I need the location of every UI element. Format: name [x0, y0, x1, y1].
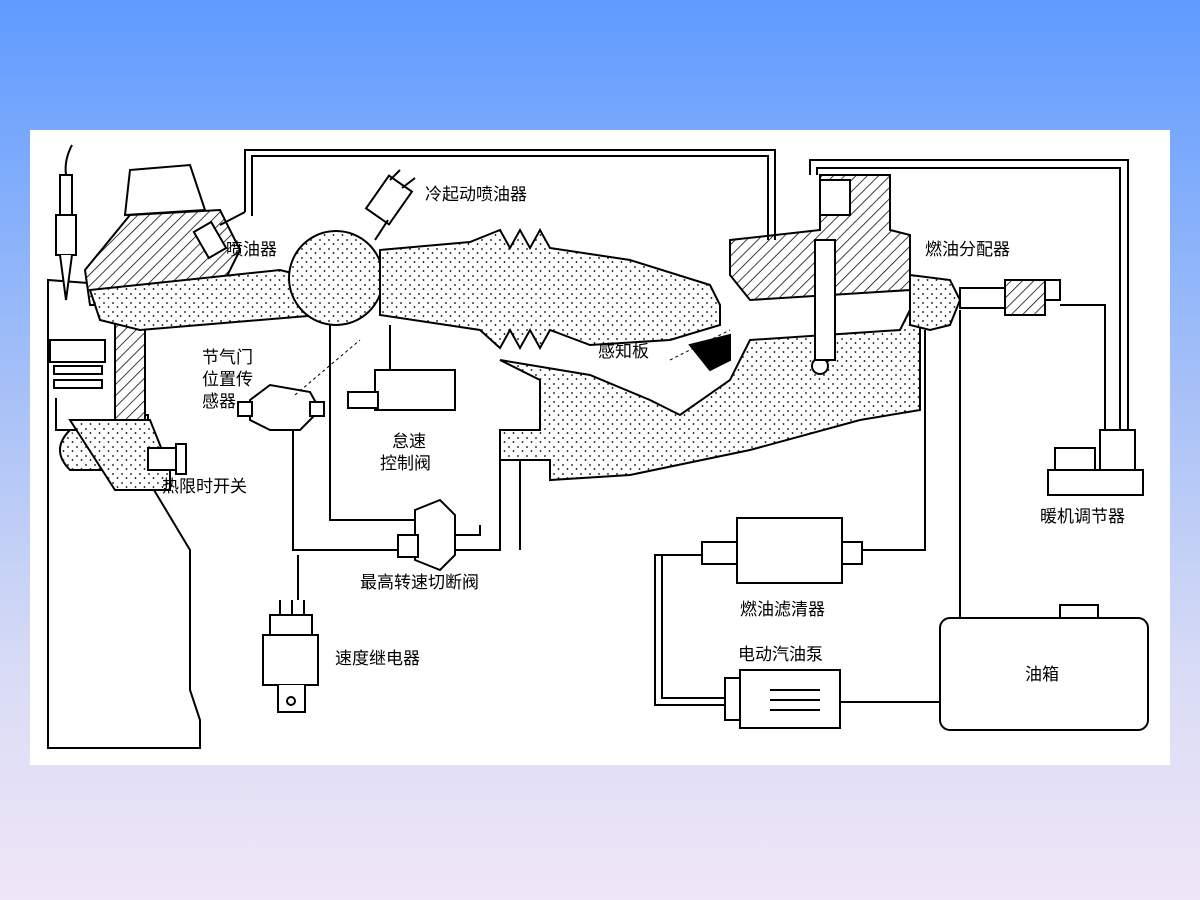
speed-relay — [262, 600, 319, 713]
label-idle-valve-1: 怠速 — [392, 432, 426, 452]
label-idle-valve-2: 控制阀 — [380, 454, 431, 474]
fuel-tank — [939, 604, 1149, 731]
spark-plug — [55, 144, 77, 301]
electric-fuel-pump — [724, 669, 841, 729]
label-fuel-filter: 燃油滤清器 — [740, 600, 825, 620]
intake-plenum — [288, 227, 721, 551]
label-electric-fuel-pump: 电动汽油泵 — [738, 645, 823, 665]
thermo-time-switch — [147, 443, 187, 475]
label-throttle-sensor-2: 位置传 — [202, 370, 253, 390]
cylinder-head — [83, 163, 321, 332]
schematic-drawing — [47, 144, 1149, 749]
label-sensor-plate: 感知板 — [598, 342, 649, 362]
idle-control-valve — [347, 325, 456, 411]
label-injector: 喷油器 — [226, 240, 277, 260]
max-speed-cutoff-valve — [397, 498, 456, 572]
label-speed-relay: 速度继电器 — [335, 649, 420, 669]
cold-start-injector — [364, 169, 416, 241]
fuel-injection-diagram: 冷起动喷油器 喷油器 燃油分配器 节气门 位置传 感器 感知板 怠速 控制阀 热… — [30, 130, 1170, 765]
fuel-distributor — [729, 174, 1061, 361]
label-throttle-sensor-3: 感器 — [202, 392, 236, 412]
label-cold-start-injector: 冷起动喷油器 — [425, 185, 527, 205]
label-throttle-sensor-1: 节气门 — [202, 348, 253, 368]
label-fuel-tank: 油箱 — [1025, 665, 1059, 685]
fuel-filter — [701, 517, 863, 584]
label-fuel-distributor: 燃油分配器 — [925, 240, 1010, 260]
label-warmup-regulator: 暖机调节器 — [1040, 507, 1125, 527]
engine-block — [47, 278, 201, 749]
fuel-lines — [244, 149, 1129, 706]
label-max-speed-cutoff-valve: 最高转速切断阀 — [360, 573, 479, 593]
throttle-position-sensor — [237, 383, 325, 431]
injector — [192, 211, 246, 260]
warmup-regulator — [1047, 429, 1144, 496]
leader-lines — [294, 329, 731, 396]
label-thermo-time-switch: 热限时开关 — [162, 477, 247, 497]
